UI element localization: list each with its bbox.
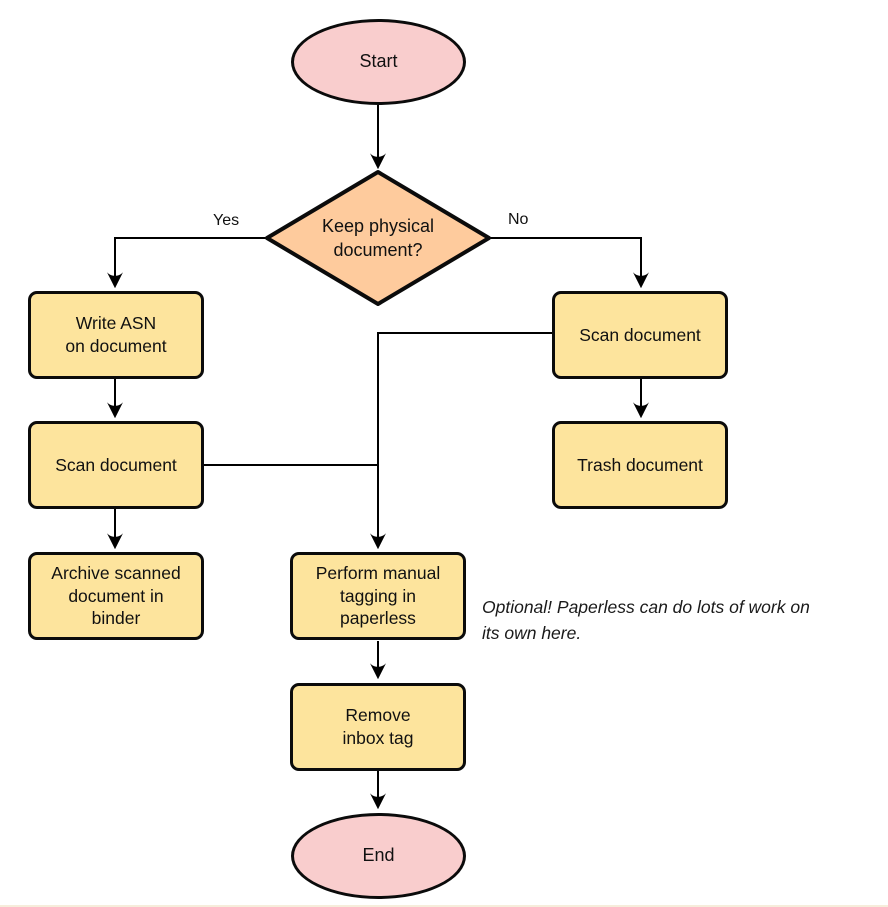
decision-diamond-shape xyxy=(265,170,491,306)
edge-decision-yes-to-write-asn xyxy=(107,237,267,289)
optional-note: Optional! Paperless can do lots of work … xyxy=(482,597,810,644)
node-remove-inbox-tag: Remove inbox tag xyxy=(290,683,466,771)
node-scan-document-left-label: Scan document xyxy=(55,454,177,475)
node-decision-label: Keep physical document? xyxy=(321,215,435,260)
edge-label-no: No xyxy=(508,211,529,228)
node-write-asn: Write ASN on document xyxy=(28,291,204,379)
node-manual-tagging-label: Perform manual tagging in paperless xyxy=(315,562,441,629)
node-remove-inbox-tag-label: Remove inbox tag xyxy=(342,705,414,748)
node-scan-document-left: Scan document xyxy=(28,421,204,509)
node-trash-document-label: Trash document xyxy=(577,454,703,475)
edge-label-yes: Yes xyxy=(213,212,240,229)
edge-scan-right-to-tagging xyxy=(370,332,553,550)
node-scan-document-right: Scan document xyxy=(552,291,728,379)
node-start-label: Start xyxy=(359,51,398,72)
node-write-asn-label: Write ASN on document xyxy=(65,313,167,356)
node-end: End xyxy=(291,813,466,899)
edge-decision-no-to-scan-right xyxy=(489,237,649,289)
node-archive-binder-label: Archive scanned document in binder xyxy=(51,562,181,629)
node-trash-document: Trash document xyxy=(552,421,728,509)
node-scan-document-right-label: Scan document xyxy=(579,324,701,345)
node-start: Start xyxy=(291,19,466,105)
node-end-label: End xyxy=(362,845,395,866)
node-archive-binder: Archive scanned document in binder xyxy=(28,552,204,640)
node-manual-tagging: Perform manual tagging in paperless xyxy=(290,552,466,640)
bottom-edge-strip xyxy=(0,905,888,907)
